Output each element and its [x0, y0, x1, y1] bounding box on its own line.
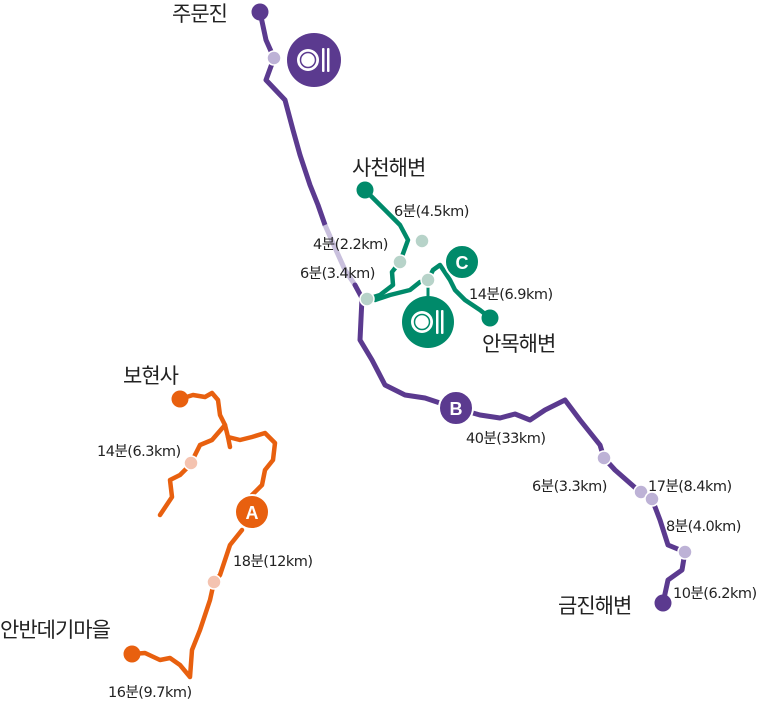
purple-route-south	[352, 282, 688, 606]
distance-label: 4분(2.2km)	[313, 237, 388, 253]
distance-label: 8분(4.0km)	[666, 519, 741, 535]
distance-label: 6분(3.3km)	[532, 479, 607, 495]
orange-route-spur	[225, 434, 233, 450]
distance-label: 10분(6.2km)	[673, 586, 757, 602]
endpoint-geumjin	[654, 594, 672, 612]
place-sacheon: 사천해변	[352, 156, 426, 180]
badge-c: C	[456, 253, 469, 273]
distance-label: 6분(4.5km)	[394, 204, 469, 220]
distance-label: 14분(6.9km)	[469, 287, 553, 303]
distance-label: 14분(6.3km)	[97, 444, 181, 460]
distance-label: 18분(12km)	[233, 554, 313, 570]
purple-waypoints	[266, 50, 693, 560]
place-geumjin: 금진해변	[558, 594, 632, 618]
restaurant-icon-green	[402, 296, 454, 348]
distance-label: 17분(8.4km)	[648, 479, 732, 495]
badge-b-circle	[438, 390, 474, 426]
badge-a-circle	[234, 494, 270, 530]
orange-route-north	[177, 390, 278, 498]
place-anmok: 안목해변	[482, 332, 556, 356]
green-route-anmok	[372, 262, 493, 321]
badge-a: A	[246, 503, 259, 523]
endpoint-anmok	[481, 309, 499, 327]
green-waypoints	[359, 233, 436, 307]
endpoint-sacheon	[356, 181, 374, 199]
distance-label: 16분(9.7km)	[108, 685, 192, 701]
badge-b: B	[450, 399, 463, 419]
orange-route-south	[129, 527, 245, 680]
purple-route-north	[257, 9, 328, 228]
endpoint-anbandegi	[123, 645, 141, 663]
endpoint-jumunjin	[251, 3, 269, 21]
place-jumunjin: 주문진	[172, 2, 228, 26]
badge-c-circle	[444, 244, 480, 280]
distance-label: 40분(33km)	[466, 431, 546, 447]
orange-waypoints	[183, 455, 222, 590]
place-bohyeonsa: 보현사	[123, 364, 179, 388]
place-anbandegi: 안반데기마을	[0, 618, 111, 642]
endpoint-bohyeonsa	[171, 390, 189, 408]
distance-label: 6분(3.4km)	[300, 266, 375, 282]
restaurant-icon-purple	[287, 33, 341, 87]
